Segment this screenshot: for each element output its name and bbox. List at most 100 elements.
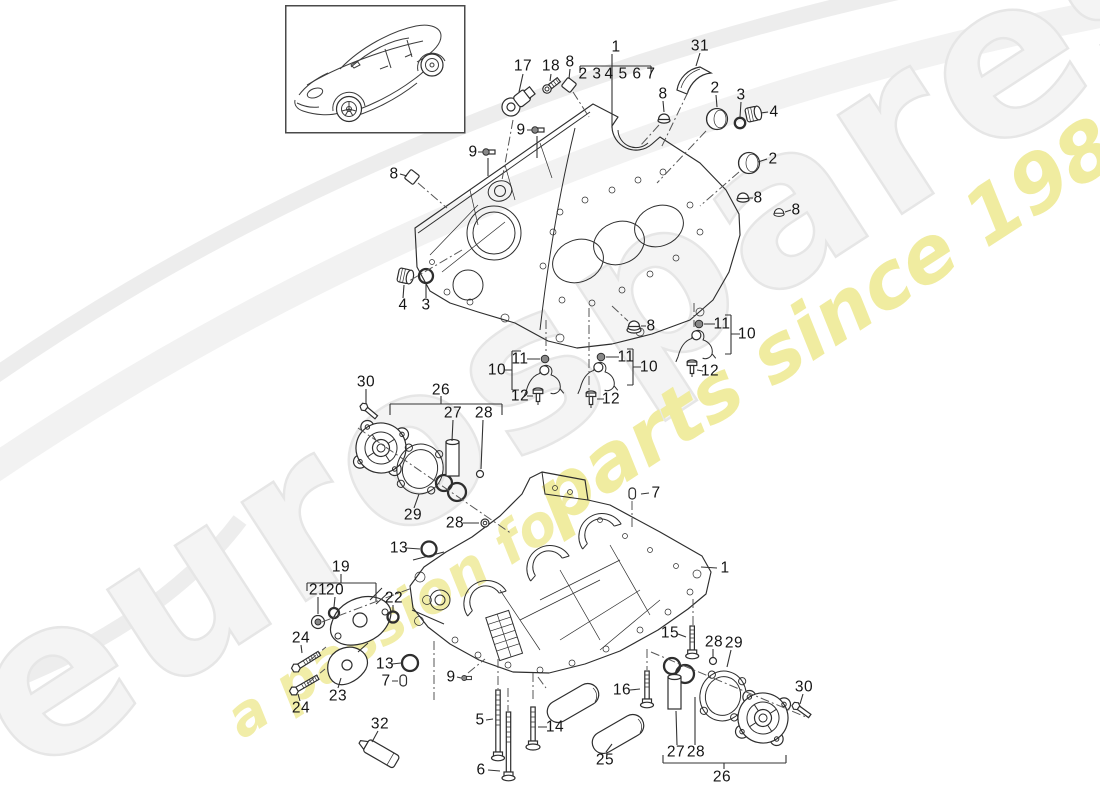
callout-12-25: 12 <box>601 390 621 408</box>
callout-21-39: 21 <box>308 581 328 599</box>
callout-8-13: 8 <box>791 201 801 219</box>
seal-11c <box>694 319 704 329</box>
vehicle-thumbnail <box>285 5 466 134</box>
bolt-9c <box>461 674 472 682</box>
crankcase-upper <box>414 103 741 349</box>
callout-24-44: 24 <box>291 699 311 717</box>
o-ring-3a <box>733 116 747 130</box>
pin-7a <box>628 487 637 500</box>
callout-8-10: 8 <box>658 85 668 103</box>
pin-7b <box>399 674 408 687</box>
bolt-30a <box>359 402 379 420</box>
screw-plug-4b <box>396 266 416 286</box>
sealant-tube-32 <box>358 739 400 769</box>
cover-26b <box>732 687 794 749</box>
callout-4567-5: 4 5 6 7 <box>604 65 656 83</box>
sleeve-27b <box>667 673 682 710</box>
callout-1-37: 1 <box>720 559 730 577</box>
callout-28-34: 28 <box>445 514 465 532</box>
callout-4-9: 4 <box>769 103 779 121</box>
callout-23-4: 2 3 <box>578 65 602 83</box>
callout-3-18: 3 <box>421 296 431 314</box>
o-ring-13b <box>400 653 420 673</box>
callout-11-27: 11 <box>511 350 529 368</box>
callout-11-20: 11 <box>713 315 731 333</box>
callout-28-55: 28 <box>704 633 724 651</box>
callout-15-53: 15 <box>660 624 680 642</box>
pump-housing-19 <box>329 587 392 646</box>
o-ring-22 <box>386 610 400 624</box>
seal-11a <box>540 354 550 364</box>
vehicle-illustration <box>294 24 446 123</box>
callout-12-28: 12 <box>510 387 530 405</box>
bolt-5 <box>490 689 506 762</box>
crankcase-lower <box>409 471 712 674</box>
callout-10-21: 10 <box>737 325 757 343</box>
callout-8-2: 8 <box>565 53 575 71</box>
seal-11b <box>596 352 606 362</box>
assembly-axes <box>306 91 807 718</box>
callout-23-43: 23 <box>328 687 348 705</box>
tensioner-23 <box>327 642 369 686</box>
bearing-shell <box>676 66 714 95</box>
callout-31-6: 31 <box>690 37 710 55</box>
screw-plug-2b <box>737 151 761 175</box>
bolt-14 <box>525 706 541 751</box>
callout-14-51: 14 <box>545 718 565 736</box>
callout-12-22: 12 <box>700 362 720 380</box>
callout-8-19: 8 <box>646 317 656 335</box>
callout-11-23: 11 <box>617 348 635 366</box>
callout-7-46: 7 <box>381 672 391 690</box>
dowel-sleeves-25 <box>546 682 645 755</box>
plug-8f <box>626 320 642 334</box>
callout-32-48: 32 <box>370 715 390 733</box>
callout-1-3: 1 <box>611 38 621 56</box>
callout-5-49: 5 <box>475 711 485 729</box>
callout-4-17: 4 <box>398 296 408 314</box>
callout-3-8: 3 <box>736 86 746 104</box>
knock-sensor <box>501 85 536 117</box>
callout-26-60: 26 <box>712 768 732 786</box>
bolt-9a <box>531 126 545 134</box>
screw-plug-2a <box>705 107 729 131</box>
callout-10-24: 10 <box>639 358 659 376</box>
o-ring-13a <box>420 540 438 558</box>
callout-2-7: 2 <box>710 79 720 97</box>
callout-10-26: 10 <box>487 361 507 379</box>
callout-8-14: 8 <box>389 165 399 183</box>
callout-20-40: 20 <box>325 581 345 599</box>
callout-28-32: 28 <box>474 404 494 422</box>
callout-27-31: 27 <box>443 404 463 422</box>
sensor-bolt <box>542 76 562 94</box>
callout-2-11: 2 <box>768 150 778 168</box>
screw-plug-4a <box>744 104 764 124</box>
callout-8-12: 8 <box>753 189 763 207</box>
bolt-9b <box>482 148 496 156</box>
callout-29-33: 29 <box>403 506 423 524</box>
group-brackets <box>306 65 787 769</box>
callout-28-59: 28 <box>686 743 706 761</box>
callout-25-52: 25 <box>595 751 615 769</box>
callout-26-30: 26 <box>431 381 451 399</box>
bolt-6 <box>501 711 516 782</box>
plug-8e <box>403 168 421 186</box>
callout-7-36: 7 <box>651 484 661 502</box>
callout-29-56: 29 <box>724 634 744 652</box>
o-ring-27a <box>434 473 454 493</box>
parts <box>287 66 812 782</box>
bolt-15 <box>685 625 700 660</box>
callout-27-58: 27 <box>666 743 686 761</box>
o-ring-27b <box>446 481 468 503</box>
plug-28a <box>475 469 485 479</box>
o-ring-3b <box>417 267 435 285</box>
callout-18-1: 18 <box>541 57 561 75</box>
callout-13-35: 13 <box>389 539 409 557</box>
plug-8c <box>736 192 750 203</box>
plug-28b <box>480 518 490 528</box>
callout-9-15: 9 <box>516 121 526 139</box>
callout-9-16: 9 <box>468 143 478 161</box>
callout-17-0: 17 <box>513 57 533 75</box>
